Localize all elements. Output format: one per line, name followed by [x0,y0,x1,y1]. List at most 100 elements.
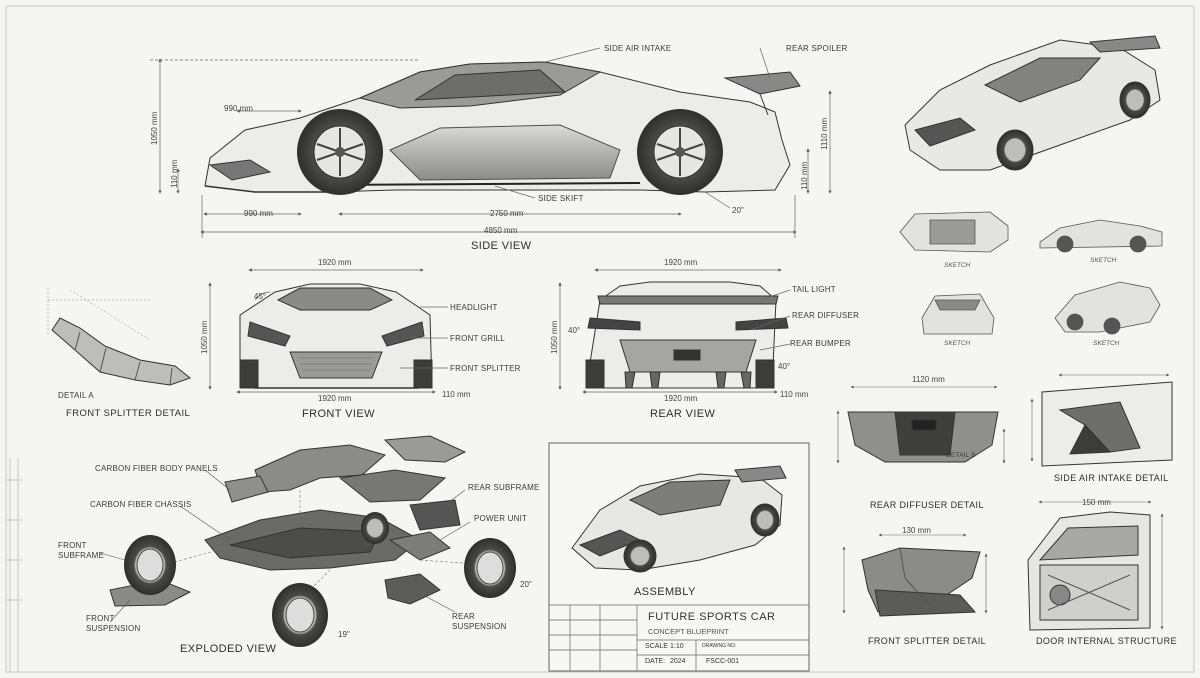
front-splitter-detail-right-drawing [861,547,981,617]
detail-b-label: DETAIL B [946,452,976,459]
title-block-scale-label: SCALE [645,643,668,650]
label-front-subframe: FRONT SUBFRAME [58,541,105,560]
dim-front-wheel-size: 19" [338,630,350,639]
door-internal-structure-drawing [1027,511,1151,631]
sketch-label-2: SKETCH [1090,257,1117,264]
dim-rear-wheel-size: 20" [520,580,532,589]
front-view-car [239,283,433,389]
side-air-intake-dimension-lines [1030,373,1170,462]
front-dim-clearance: 110 mm [442,390,471,399]
sketch-perspective-view [1054,281,1161,335]
rear-dim-angle-right: 40° [778,362,791,371]
exploded-rear-wheel-2 [361,512,389,544]
rear-diffuser-width: 1120 mm [912,375,945,384]
label-rear-subframe: REAR SUBFRAME [468,483,540,492]
side-view-title: SIDE VIEW [471,240,532,252]
title-block-scale: 1:10 [670,643,684,650]
title-block-date: 2024 [670,658,686,665]
door-dimension-lines [1038,500,1164,630]
perspective-car-drawing [904,35,1161,171]
exploded-rear-wheel [464,538,516,598]
label-front-grill: FRONT GRILL [450,334,505,343]
front-view-dimension-lines [208,268,448,394]
front-dim-width-top: 1920 mm [318,258,352,267]
exploded-front-right-wheel [272,583,328,647]
label-tail-light: TAIL LIGHT [792,285,836,294]
rear-view-dimension-lines [558,268,791,394]
dim-front-overhang-top: 990 mm [224,104,253,113]
left-margin-marks [6,458,22,672]
assembly-car [571,465,787,573]
label-rear-spoiler: REAR SPOILER [786,44,848,53]
rear-wing-panel [383,435,467,463]
rear-dim-height: 1050 mm [550,320,559,354]
assembly-title: ASSEMBLY [634,586,696,598]
label-side-skirt: SIDE SKIFT [538,194,584,203]
title-block-name: FUTURE SPORTS CAR [648,611,776,623]
power-unit-part [388,531,451,561]
side-air-intake-detail-title: SIDE AIR INTAKE DETAIL [1054,473,1169,483]
dim-front-overhang: 990 mm [244,209,273,218]
label-headlight: HEADLIGHT [450,303,498,312]
title-block-drawing-label: DRAWING NO. [702,643,737,649]
sketch-side-view [1039,219,1163,253]
label-front-suspension: FRONT SUSPENSION [86,614,141,633]
label-carbon-fiber-body-panels: CARBON FIBER BODY PANELS [95,464,218,473]
label-rear-diffuser: REAR DIFFUSER [792,311,860,320]
front-splitter-detail-right-title: FRONT SPLITTER DETAIL [868,636,987,646]
dim-overall-length: 4850 mm [484,226,518,235]
title-block-date-label: DATE: [645,658,666,665]
rear-subframe-part [409,499,461,531]
dim-rear-height: 1110 mm [820,117,829,150]
label-rear-suspension: REAR SUSPENSION [452,612,507,631]
front-view-title: FRONT VIEW [302,408,375,420]
sketch-label-3: SKETCH [944,340,971,347]
label-carbon-fiber-chassis: CARBON FIBER CHASSIS [90,500,192,509]
label-front-splitter: FRONT SPLITTER [450,364,521,373]
dim-rear-clearance: 110 mm [800,161,809,190]
side-view-rear-wheel [637,109,723,195]
dim-height: 1050 mm [150,111,159,145]
front-panel [224,475,269,503]
dim-wheel-size: 20" [732,206,744,215]
sketch-label-1: SKETCH [944,262,971,269]
exploded-view-title: EXPLODED VIEW [180,643,277,655]
title-block-subtitle: CONCEPT BLUEPRINT [648,627,729,636]
label-rear-bumper: REAR BUMPER [790,339,851,348]
label-power-unit: POWER UNIT [474,514,528,523]
rear-diffuser-detail-drawing [847,411,999,463]
rear-diffuser-dimension-lines [836,385,1006,464]
sketch-front-view [921,293,995,335]
exploded-front-left-wheel [124,535,176,595]
dim-wheelbase: 2750 mm [490,209,524,218]
front-dim-width-bottom: 1920 mm [318,394,352,403]
front-splitter-right-width: 130 mm [902,526,931,535]
rear-dim-angle-left: 40° [568,326,581,335]
exploded-leader-lines [99,469,471,623]
rear-dim-clearance: 110 mm [780,390,809,399]
sheet-border [5,5,1195,673]
door-width: 150 mm [1082,498,1111,507]
rear-dim-width-bottom: 1920 mm [664,394,698,403]
front-splitter-right-dimension-lines [842,533,988,614]
side-view-front-wheel [297,109,383,195]
rear-view-title: REAR VIEW [650,408,716,420]
label-side-air-intake: SIDE AIR INTAKE [604,44,672,53]
front-dim-angle: 45° [254,292,267,301]
front-splitter-detail-left-drawing [47,288,192,386]
sketch-top-view [899,211,1009,253]
engine-block [384,573,441,605]
title-block-drawing-number: FSCC-001 [706,658,740,665]
front-splitter-detail-left-title: FRONT SPLITTER DETAIL [66,408,191,419]
rear-diffuser-detail-title: REAR DIFFUSER DETAIL [870,500,984,510]
sketch-label-4: SKETCH [1093,340,1120,347]
rear-view-car [585,281,789,389]
side-view-dimension-lines [150,47,832,238]
dim-front-clearance: 110 mm [170,159,179,188]
detail-a-label: DETAIL A [58,391,94,400]
door-internal-structure-title: DOOR INTERNAL STRUCTURE [1036,636,1177,646]
front-dim-height: 1050 mm [200,320,209,354]
side-air-intake-detail-drawing [1041,381,1173,467]
title-block-grid [549,604,809,671]
